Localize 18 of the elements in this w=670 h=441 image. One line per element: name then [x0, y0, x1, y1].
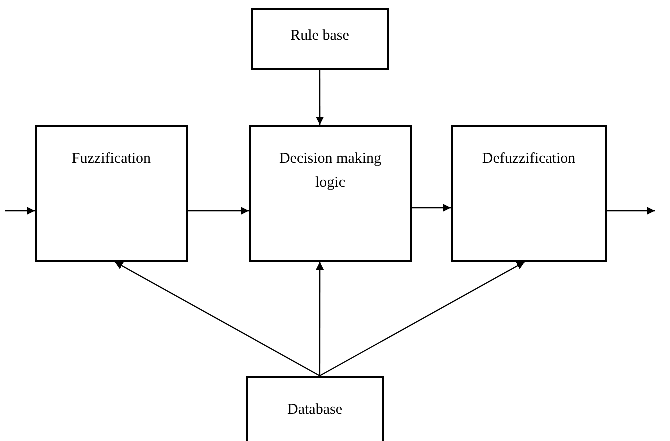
process-box [251, 8, 389, 70]
box-label: Defuzzification [482, 150, 576, 169]
box-label: Decision making logic [278, 150, 383, 193]
arrow [114, 261, 320, 377]
arrow [320, 261, 526, 377]
arrow [412, 204, 451, 212]
box-label: Fuzzification [72, 150, 152, 169]
process-box [246, 376, 384, 441]
arrow [316, 262, 324, 376]
arrow [188, 207, 249, 216]
arrow [316, 70, 324, 125]
process-box [451, 125, 607, 262]
arrow [5, 207, 35, 216]
arrow [607, 207, 655, 215]
process-box [35, 125, 188, 262]
box-label: Rule base [290, 27, 350, 46]
box-label: Database [288, 401, 342, 420]
process-box [249, 125, 412, 262]
